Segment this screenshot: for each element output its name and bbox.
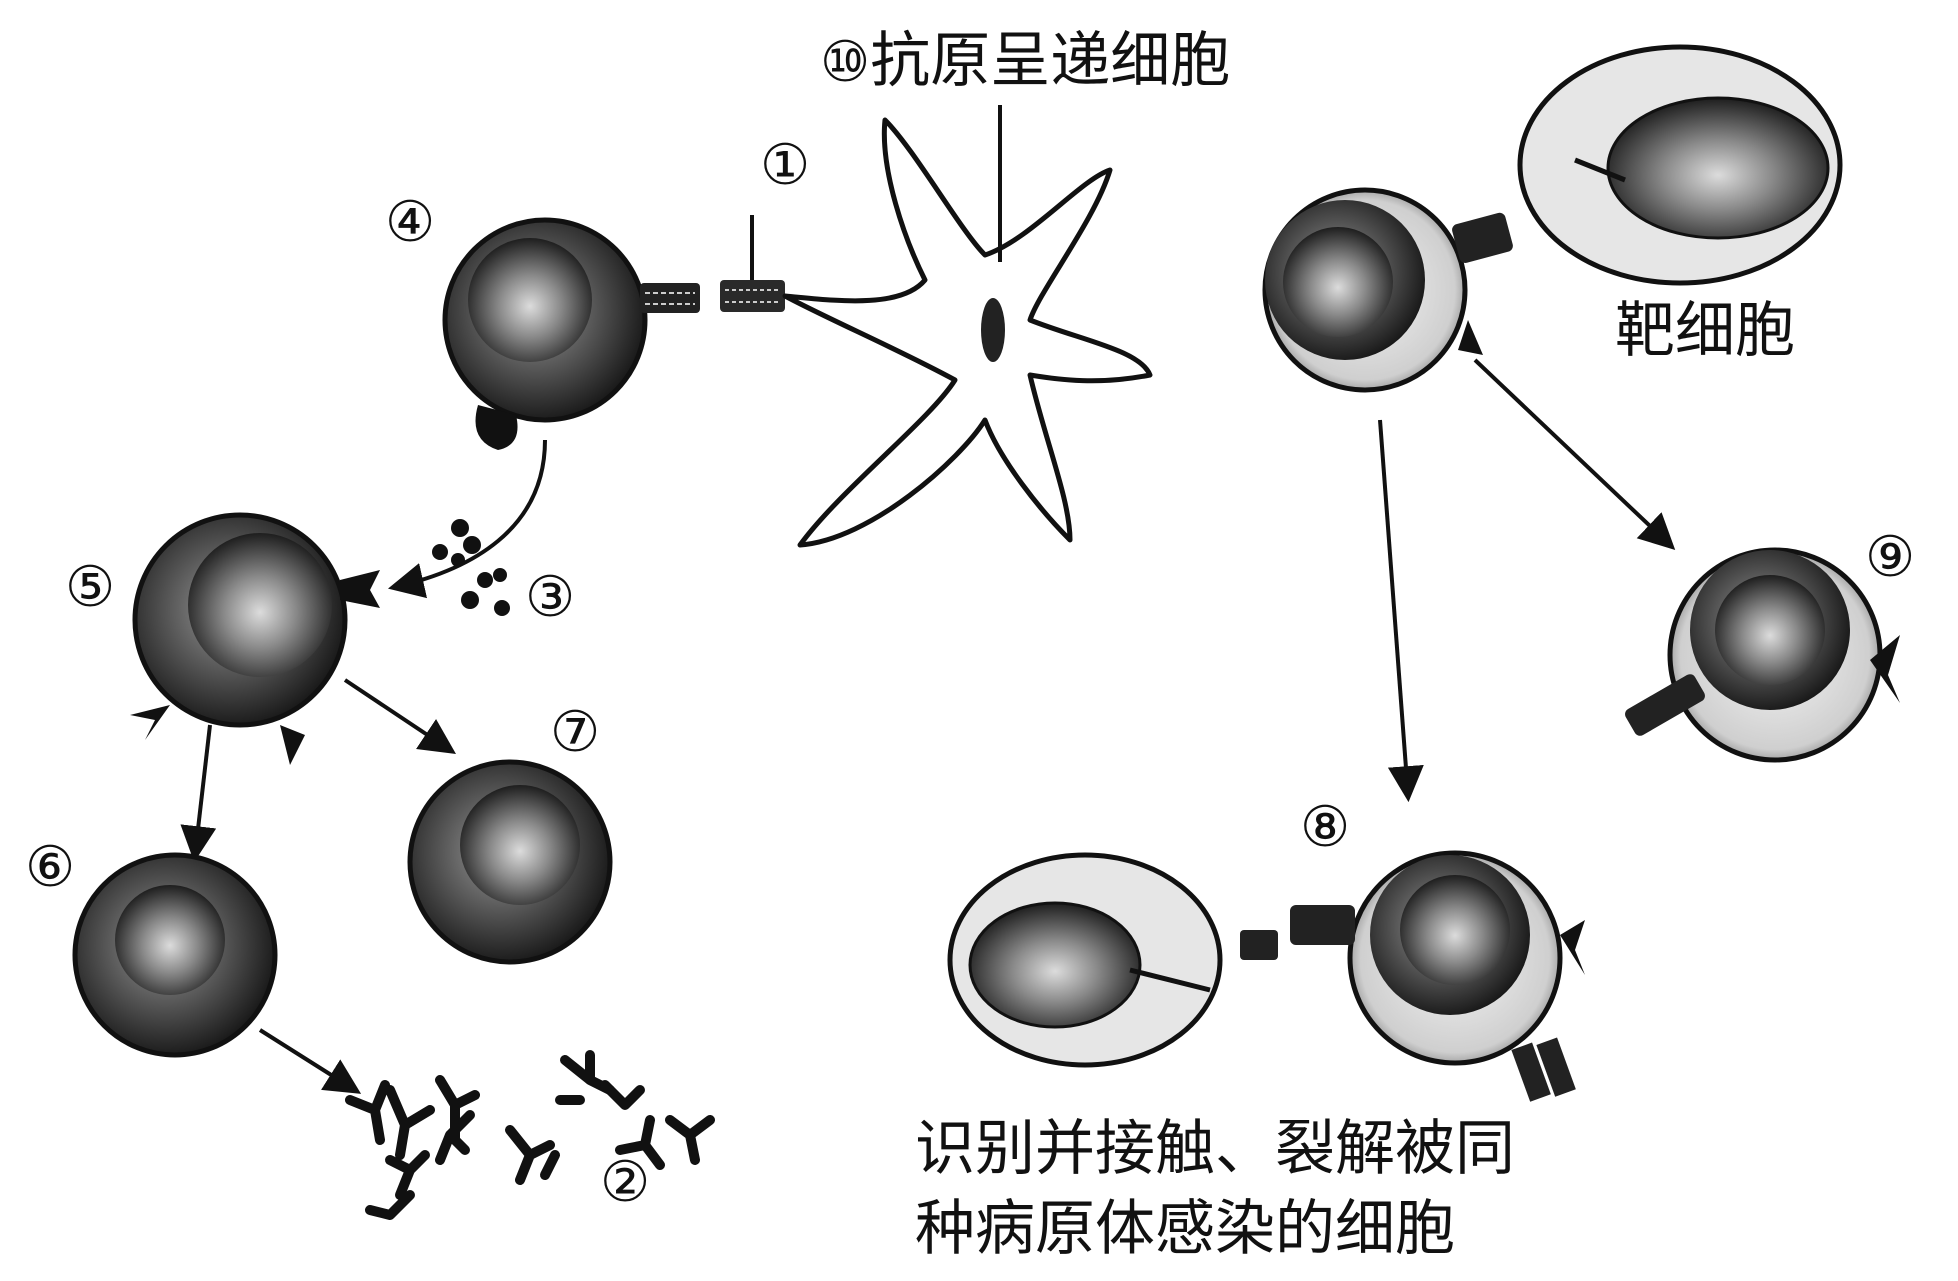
target-cell-upper: [1517, 44, 1843, 286]
arrow-6-to-2: [258, 1028, 362, 1094]
label-apc-text: 抗原呈递细胞: [870, 26, 1231, 96]
cell-9: [1625, 547, 1900, 763]
arrow-4-to-5: [387, 439, 547, 599]
arrow-tc-to-8: [1378, 419, 1424, 803]
antigen-presenting-cell: [782, 105, 1153, 548]
antibodies: [345, 1050, 715, 1220]
label-target-cell: 靶细胞: [1615, 296, 1795, 366]
target-cell-lower: [947, 852, 1278, 1068]
label-3: ③: [525, 565, 576, 630]
label-7: ⑦: [550, 700, 601, 765]
cell-7: [407, 759, 613, 965]
label-8: ⑧: [1300, 795, 1351, 860]
cell-4: [442, 217, 648, 450]
label-2: ②: [600, 1150, 651, 1215]
label-6: ⑥: [25, 835, 76, 900]
arrow-5-to-7: [343, 678, 456, 754]
cytotoxic-t-cell: [1262, 187, 1569, 393]
cell-5: [130, 512, 380, 765]
cell-6: [72, 852, 278, 1058]
caption-line-1: 识别并接触、裂解被同: [915, 1114, 1515, 1184]
arrow-tc-to-9: [1473, 358, 1676, 550]
label-9: ⑨: [1865, 525, 1916, 590]
caption: 识别并接触、裂解被同 种病原体感染的细胞: [915, 1110, 1675, 1270]
antigen-mhc-complex: [720, 215, 785, 312]
label-10: ⑩: [820, 30, 871, 95]
cytokines: [432, 519, 510, 616]
receptor-4: [640, 283, 700, 313]
caption-line-2: 种病原体感染的细胞: [915, 1193, 1455, 1264]
cell-8: [1290, 850, 1585, 1102]
label-1: ①: [760, 133, 811, 198]
label-5: ⑤: [65, 555, 116, 620]
label-4: ④: [385, 190, 436, 255]
arrow-5-to-6: [180, 724, 217, 863]
label-apc: ⑩抗原呈递细胞: [820, 25, 1230, 97]
